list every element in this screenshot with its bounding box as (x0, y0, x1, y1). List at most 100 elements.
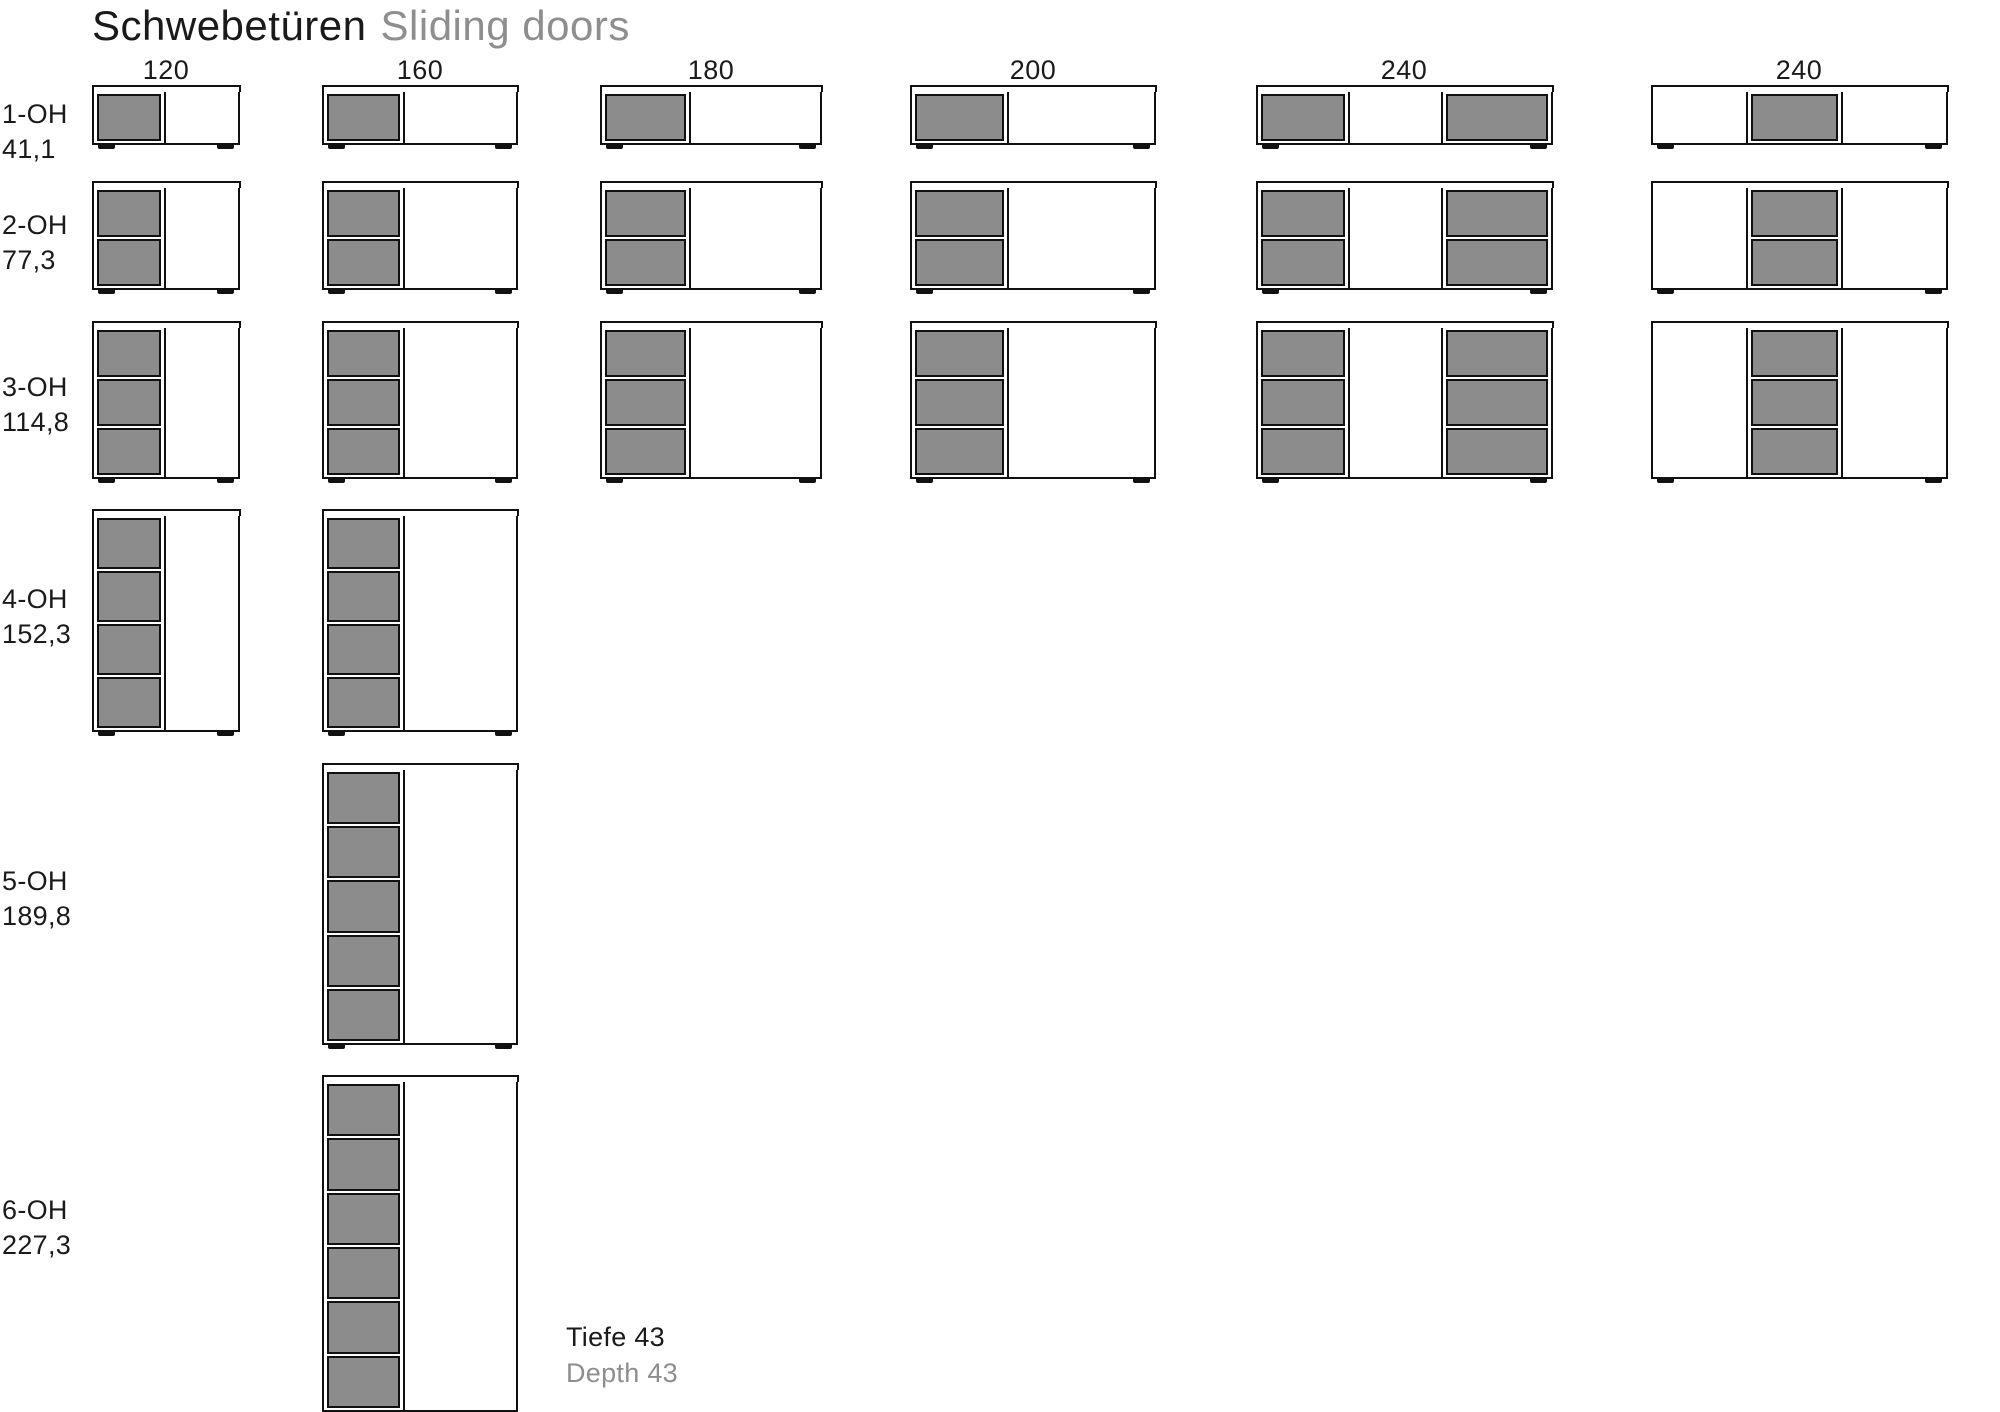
door-panel[interactable] (915, 379, 1004, 426)
sliding-door-pane[interactable] (912, 92, 1009, 143)
sliding-door-pane[interactable] (1443, 188, 1551, 288)
cabinet-4-oh-120[interactable] (91, 509, 241, 736)
door-panel[interactable] (97, 624, 161, 675)
sliding-door-pane[interactable] (324, 188, 405, 288)
sliding-door-pane[interactable] (912, 328, 1009, 477)
cabinet-1-oh-180[interactable] (599, 85, 823, 149)
door-panel[interactable] (1261, 428, 1346, 475)
door-panel[interactable] (327, 880, 400, 933)
cabinet-2-oh-180[interactable] (599, 181, 823, 294)
door-panel[interactable] (1751, 379, 1839, 426)
door-panel[interactable] (97, 518, 161, 569)
door-panel[interactable] (915, 94, 1004, 141)
door-panel[interactable] (1751, 94, 1839, 141)
door-panel[interactable] (97, 94, 161, 141)
door-panel[interactable] (97, 190, 161, 237)
door-panel[interactable] (327, 330, 400, 377)
door-panel[interactable] (1261, 330, 1346, 377)
sliding-door-pane[interactable] (1258, 328, 1351, 477)
cabinet-6-oh-160[interactable] (321, 1075, 519, 1412)
cabinet-2-oh-160[interactable] (321, 181, 519, 294)
door-panel[interactable] (605, 379, 687, 426)
sliding-door-pane[interactable] (94, 516, 166, 730)
door-panel[interactable] (97, 330, 161, 377)
sliding-door-pane[interactable] (1748, 188, 1844, 288)
door-panel[interactable] (327, 1301, 400, 1354)
cabinet-2-oh-240[interactable] (1650, 181, 1949, 294)
door-panel[interactable] (605, 190, 687, 237)
sliding-door-pane[interactable] (1443, 92, 1551, 143)
cabinet-1-oh-120[interactable] (91, 85, 241, 149)
sliding-door-pane[interactable] (324, 516, 405, 730)
door-panel[interactable] (605, 239, 687, 286)
cabinet-4-oh-160[interactable] (321, 509, 519, 736)
door-panel[interactable] (327, 1138, 400, 1191)
sliding-door-pane[interactable] (912, 188, 1009, 288)
door-panel[interactable] (1261, 239, 1346, 286)
door-panel[interactable] (327, 624, 400, 675)
cabinet-2-oh-200[interactable] (909, 181, 1157, 294)
door-panel[interactable] (327, 1084, 400, 1137)
cabinet-3-oh-240[interactable] (1255, 321, 1554, 483)
door-panel[interactable] (327, 428, 400, 475)
sliding-door-pane[interactable] (94, 328, 166, 477)
cabinet-2-oh-120[interactable] (91, 181, 241, 294)
door-panel[interactable] (327, 190, 400, 237)
door-panel[interactable] (97, 239, 161, 286)
door-panel[interactable] (327, 571, 400, 622)
door-panel[interactable] (327, 379, 400, 426)
door-panel[interactable] (605, 330, 687, 377)
sliding-door-pane[interactable] (1748, 92, 1844, 143)
cabinet-1-oh-240[interactable] (1650, 85, 1949, 149)
door-panel[interactable] (327, 1246, 400, 1300)
door-panel[interactable] (1445, 379, 1548, 426)
sliding-door-pane[interactable] (602, 188, 692, 288)
cabinet-3-oh-180[interactable] (599, 321, 823, 483)
door-panel[interactable] (327, 239, 400, 286)
door-panel[interactable] (1445, 239, 1548, 286)
cabinet-1-oh-200[interactable] (909, 85, 1157, 149)
door-panel[interactable] (327, 518, 400, 569)
door-panel[interactable] (327, 934, 400, 987)
door-panel[interactable] (1261, 379, 1346, 426)
door-panel[interactable] (327, 1192, 400, 1245)
cabinet-3-oh-120[interactable] (91, 321, 241, 483)
door-panel[interactable] (327, 772, 400, 825)
door-panel[interactable] (1445, 428, 1548, 475)
sliding-door-pane[interactable] (1443, 328, 1551, 477)
door-panel[interactable] (915, 330, 1004, 377)
door-panel[interactable] (1751, 330, 1839, 377)
door-panel[interactable] (1751, 190, 1839, 237)
sliding-door-pane[interactable] (324, 1082, 405, 1410)
door-panel[interactable] (1445, 94, 1548, 141)
door-panel[interactable] (97, 571, 161, 622)
door-panel[interactable] (1445, 330, 1548, 377)
cabinet-1-oh-160[interactable] (321, 85, 519, 149)
sliding-door-pane[interactable] (1748, 328, 1844, 477)
door-panel[interactable] (327, 1355, 400, 1408)
sliding-door-pane[interactable] (1258, 92, 1351, 143)
sliding-door-pane[interactable] (602, 92, 692, 143)
door-panel[interactable] (327, 988, 400, 1042)
cabinet-3-oh-200[interactable] (909, 321, 1157, 483)
door-panel[interactable] (327, 677, 400, 728)
door-panel[interactable] (97, 428, 161, 475)
sliding-door-pane[interactable] (324, 770, 405, 1043)
cabinet-5-oh-160[interactable] (321, 763, 519, 1049)
door-panel[interactable] (1445, 190, 1548, 237)
door-panel[interactable] (605, 428, 687, 475)
door-panel[interactable] (327, 826, 400, 879)
sliding-door-pane[interactable] (94, 188, 166, 288)
door-panel[interactable] (97, 677, 161, 728)
door-panel[interactable] (1751, 428, 1839, 475)
cabinet-3-oh-160[interactable] (321, 321, 519, 483)
door-panel[interactable] (915, 239, 1004, 286)
door-panel[interactable] (915, 190, 1004, 237)
door-panel[interactable] (97, 379, 161, 426)
sliding-door-pane[interactable] (94, 92, 166, 143)
cabinet-2-oh-240[interactable] (1255, 181, 1554, 294)
door-panel[interactable] (1751, 239, 1839, 286)
sliding-door-pane[interactable] (602, 328, 692, 477)
door-panel[interactable] (1261, 190, 1346, 237)
door-panel[interactable] (1261, 94, 1346, 141)
